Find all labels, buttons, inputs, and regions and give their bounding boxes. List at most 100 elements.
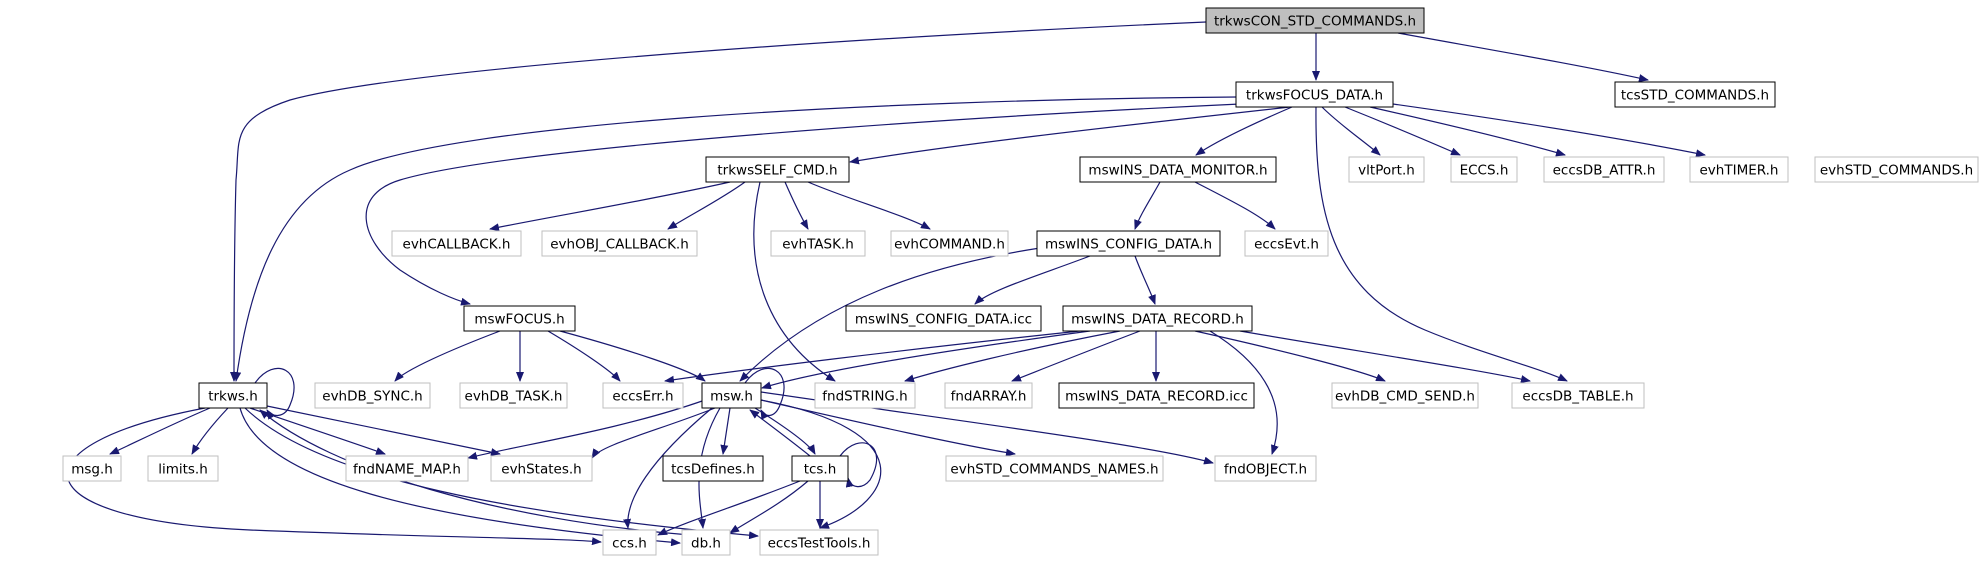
node-evhcallback: evhCALLBACK.h	[391, 230, 522, 257]
edge-ins_monitor-to-ins_config	[1134, 181, 1161, 230]
edge-msw-to-evhstates	[591, 407, 716, 459]
node-box	[1214, 455, 1317, 482]
edge-msw-to-tcsdefines	[720, 407, 731, 455]
node-ins_config_icc[interactable]: mswINS_CONFIG_DATA.icc	[845, 305, 1042, 332]
node-eccs: ECCS.h	[1450, 156, 1518, 183]
node-evhcommand: evhCOMMAND.h	[890, 230, 1009, 257]
node-fndarray: fndARRAY.h	[944, 382, 1033, 409]
node-fndname: fndNAME_MAP.h	[345, 455, 469, 482]
node-label: tcsDefines.h	[671, 462, 755, 478]
edge-focus_data-to-self_cmd	[849, 106, 1291, 165]
edge-focus_data-to-eccsdb_table	[1315, 106, 1568, 382]
edge-tcs-to-ccs	[657, 480, 801, 536]
node-box	[1079, 156, 1277, 183]
edge-trkws-to-db	[239, 407, 681, 547]
edge-ins_config-to-ins_record	[1134, 255, 1156, 305]
node-box	[1235, 81, 1394, 108]
node-label: evhCOMMAND.h	[894, 237, 1005, 253]
edge-focus_data-to-ins_monitor	[1195, 106, 1293, 156]
node-label: mswINS_CONFIG_DATA.h	[1045, 237, 1212, 253]
edge-ins_record-to-eccsdb_table	[1239, 330, 1531, 383]
node-label: ccs.h	[612, 536, 647, 552]
node-layer: trkwsCON_STD_COMMANDS.h trkwsFOCUS_DATA.h…	[62, 7, 1979, 556]
edge-self_cmd-to-evhcallback	[489, 181, 731, 232]
node-label: eccsEvt.h	[1254, 237, 1319, 253]
node-label: trkws.h	[208, 389, 258, 405]
node-label: eccsTestTools.h	[768, 536, 871, 552]
node-box	[845, 305, 1042, 332]
edge-tcs-to-tcs	[839, 442, 878, 488]
node-box	[1036, 230, 1221, 257]
edge-msw-to-tcs	[754, 407, 816, 455]
node-box	[314, 382, 431, 409]
node-evhdb_task: evhDB_TASK.h	[459, 382, 568, 409]
node-ins_record[interactable]: mswINS_DATA_RECORD.h	[1062, 305, 1253, 332]
node-label: evhStates.h	[501, 462, 581, 478]
node-evhtask: evhTASK.h	[770, 230, 866, 257]
edge-layer	[66, 21, 1706, 547]
node-label: evhTIMER.h	[1699, 163, 1778, 179]
node-box	[770, 230, 866, 257]
node-label: ECCS.h	[1460, 163, 1509, 179]
edge-trkws-to-msg	[109, 407, 211, 455]
edge-trkws-to-limits	[191, 407, 229, 455]
edge-root-to-tcs_std	[1397, 32, 1649, 82]
node-label: trkwsCON_STD_COMMANDS.h	[1214, 14, 1416, 30]
node-box	[791, 455, 849, 482]
node-box	[1062, 305, 1253, 332]
node-tcs[interactable]: tcs.h	[791, 455, 849, 482]
node-label: evhOBJ_CALLBACK.h	[550, 237, 689, 253]
node-box	[945, 455, 1164, 482]
node-ins_config[interactable]: mswINS_CONFIG_DATA.h	[1036, 230, 1221, 257]
node-evhstates: evhStates.h	[490, 455, 593, 482]
edge-ins_record-to-evhdb_cmd	[1194, 330, 1386, 382]
node-label: msg.h	[71, 462, 113, 478]
node-ins_record_icc[interactable]: mswINS_DATA_RECORD.icc	[1058, 382, 1255, 409]
node-trkws[interactable]: trkws.h	[198, 382, 268, 409]
edge-focus_data-to-trkws	[233, 96, 1238, 382]
edge-msw-to-fndname	[467, 399, 706, 460]
node-label: eccsErr.h	[612, 389, 673, 405]
node-label: fndOBJECT.h	[1224, 462, 1307, 478]
edge-self_cmd-to-fndstring	[753, 181, 836, 382]
node-box	[759, 529, 879, 556]
node-focus_data[interactable]: trkwsFOCUS_DATA.h	[1235, 81, 1394, 108]
edge-self_cmd-to-evhcommand	[807, 181, 931, 230]
edge-tcs-to-msw	[749, 409, 811, 457]
node-label: db.h	[691, 536, 721, 552]
edge-msw-to-msw	[744, 367, 785, 420]
node-box	[345, 455, 469, 482]
node-self_cmd[interactable]: trkwsSELF_CMD.h	[705, 156, 850, 183]
edge-focus_data-to-vltport	[1321, 106, 1381, 156]
node-box	[463, 305, 576, 332]
node-msw[interactable]: msw.h	[701, 382, 762, 409]
node-box	[1450, 156, 1518, 183]
node-label: evhDB_CMD_SEND.h	[1335, 389, 1475, 405]
edge-trkws-to-ccs	[66, 407, 602, 546]
node-box	[602, 382, 684, 409]
node-mswfocus[interactable]: mswFOCUS.h	[463, 305, 576, 332]
node-root[interactable]: trkwsCON_STD_COMMANDS.h	[1205, 7, 1425, 34]
node-box	[1614, 81, 1776, 108]
node-label: mswINS_DATA_RECORD.icc	[1065, 389, 1248, 405]
edge-tcs-to-db	[729, 480, 809, 534]
node-box	[662, 455, 764, 482]
node-label: mswINS_CONFIG_DATA.icc	[855, 312, 1032, 328]
node-box	[62, 455, 122, 482]
node-box	[705, 156, 850, 183]
edge-self_cmd-to-evhobj	[667, 181, 746, 230]
edge-self_cmd-to-evhtask	[784, 181, 809, 230]
node-eccserr: eccsErr.h	[602, 382, 684, 409]
edge-trkws-to-eccstest	[244, 407, 759, 540]
node-evhtimer: evhTIMER.h	[1689, 156, 1789, 183]
node-tcs_std[interactable]: tcsSTD_COMMANDS.h	[1614, 81, 1776, 108]
node-box	[1058, 382, 1255, 409]
node-label: evhTASK.h	[782, 237, 854, 253]
node-ins_monitor[interactable]: mswINS_DATA_MONITOR.h	[1079, 156, 1277, 183]
edge-mswfocus-to-msw	[559, 330, 706, 382]
node-box	[198, 382, 268, 409]
node-box	[1244, 230, 1329, 257]
node-label: evhSTD_COMMANDS.h	[1820, 163, 1973, 179]
node-tcsdefines[interactable]: tcsDefines.h	[662, 455, 764, 482]
